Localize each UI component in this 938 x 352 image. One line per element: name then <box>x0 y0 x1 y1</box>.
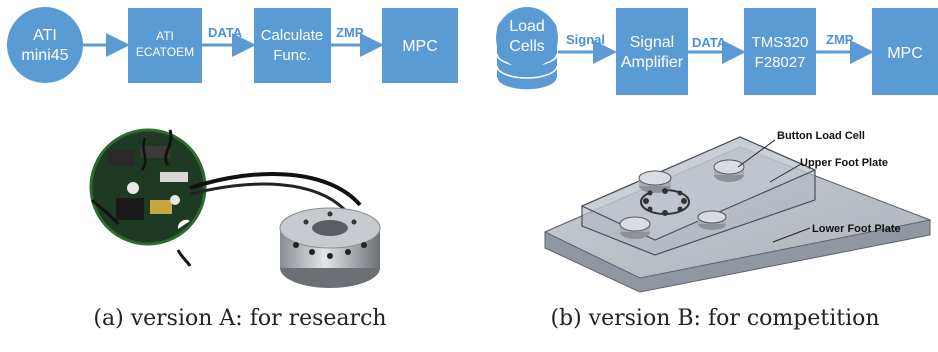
callout-line-upper <box>769 162 804 183</box>
signal-amplifier-node <box>616 8 688 95</box>
panel-b-flow: Load Cells Signal Signal Amplifier DATA … <box>496 7 938 95</box>
load-cells-node <box>496 7 558 91</box>
edge-label-data-a: DATA <box>208 25 243 40</box>
button-load-cell-2 <box>713 159 745 182</box>
mpc-label-a: MPC <box>402 38 438 55</box>
callout-lower-foot-plate: Lower Foot Plate <box>812 223 901 235</box>
button-load-cell-3 <box>619 216 651 239</box>
ati-mini45-label-1: ATI <box>33 27 57 44</box>
ati-ecatoem-label-2: ECATOEM <box>136 45 194 59</box>
panel-a-flow: ATI mini45 ATI ECATOEM DATA Calculate Fu… <box>7 7 458 83</box>
edge-label-zmp-a: ZMP <box>336 25 364 40</box>
mpc-node-a <box>382 8 458 83</box>
ati-mini45-label-2: mini45 <box>21 47 68 64</box>
ati-sensor-photo <box>89 128 381 288</box>
signal-amplifier-label-2: Amplifier <box>621 54 684 71</box>
mpc-node-b <box>872 8 938 95</box>
caption-b: (b) version B: for competition <box>550 306 880 331</box>
ati-mini45-node <box>7 7 83 83</box>
callout-line-lower <box>772 227 811 243</box>
tms320-label-1: TMS320 <box>752 34 809 51</box>
tms320-label-2: F28027 <box>755 54 806 71</box>
mpc-label-b: MPC <box>887 45 923 62</box>
calculate-func-label-1: Calculate <box>261 27 324 44</box>
callout-upper-foot-plate: Upper Foot Plate <box>800 157 888 169</box>
caption-a: (a) version A: for research <box>93 306 387 331</box>
ati-ecatoem-node <box>128 8 202 83</box>
calculate-func-node <box>254 8 331 83</box>
button-load-cell-4 <box>697 210 727 230</box>
callout-button-load-cell: Button Load Cell <box>777 130 865 142</box>
edge-label-zmp-b: ZMP <box>826 32 854 47</box>
tms320-node <box>744 8 816 95</box>
foot-plate-render: Button Load Cell Upper Foot Plate Lower … <box>543 130 932 293</box>
ati-ecatoem-label-1: ATI <box>156 29 174 43</box>
edge-label-signal: Signal <box>566 32 605 47</box>
callout-line-button <box>737 139 776 168</box>
load-cells-label-2: Cells <box>509 38 545 55</box>
calculate-func-label-2: Func. <box>273 47 311 64</box>
load-cells-label-1: Load <box>509 18 545 35</box>
figure-canvas: ATI mini45 ATI ECATOEM DATA Calculate Fu… <box>7 7 938 293</box>
edge-label-data-b: DATA <box>692 35 727 50</box>
signal-amplifier-label-1: Signal <box>630 34 674 51</box>
